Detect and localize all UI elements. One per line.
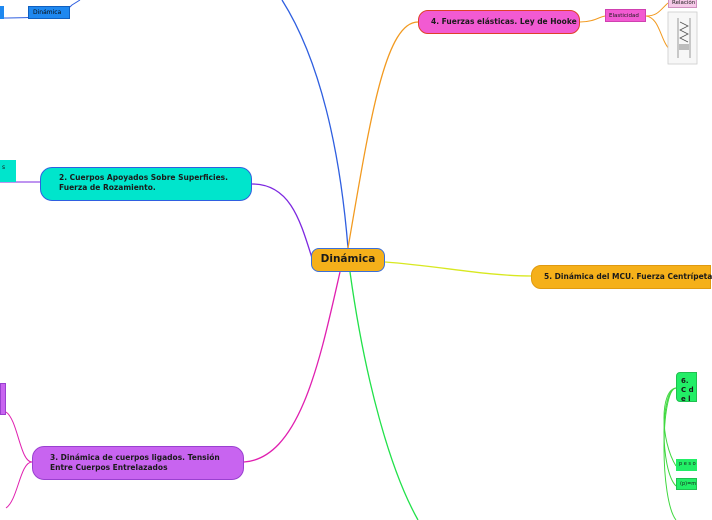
top-left-edge-tag — [0, 6, 4, 19]
connector-branch-6-c — [663, 387, 677, 520]
branch-2-subtag[interactable]: s — [0, 160, 16, 182]
spring-illustration — [667, 11, 698, 65]
branch-4-label: 4. Fuerzas elásticas. Ley de Hooke — [431, 17, 577, 27]
connector-branch-2 — [251, 183, 313, 259]
central-node[interactable]: Dinámica — [311, 248, 385, 272]
branch-5-node[interactable]: 5. Dinámica del MCU. Fuerza Centrípeta — [531, 265, 712, 289]
branch-6-subtag-peso-label: p e s o — [679, 461, 696, 467]
dinamica-tag[interactable]: Dinámica — [28, 6, 70, 19]
branch-4-node[interactable]: 4. Fuerzas elásticas. Ley de Hooke — [418, 10, 580, 34]
central-node-label: Dinámica — [320, 253, 376, 266]
branch-3-label: 3. Dinámica de cuerpos ligados. Tensión … — [50, 453, 220, 472]
branch-6-node[interactable]: 6. C de l — [676, 372, 697, 404]
connector-branch-4-sub — [579, 15, 607, 23]
connector-branch-6-a — [663, 387, 677, 467]
connector-branch-5 — [384, 261, 533, 277]
connector-branch-1 — [281, 0, 349, 249]
branch-6-label: 6. C de l — [681, 377, 694, 404]
connector-branch-3 — [243, 271, 341, 463]
branch-2-subtag-label: s — [2, 164, 6, 171]
elasticidad-tag-label: Elasticidad — [609, 12, 639, 19]
dinamica-tag-label: Dinámica — [33, 9, 62, 16]
branch-6-subtag-formula[interactable]: (p)=m — [676, 478, 697, 490]
branch-2-label: 2. Cuerpos Apoyados Sobre Superficies. F… — [59, 173, 228, 192]
connector-branch-3-sub-a — [5, 411, 33, 463]
relacion-tag[interactable]: Relación — [668, 0, 697, 8]
connector-branch-4-sub2 — [645, 2, 669, 17]
elasticidad-tag[interactable]: Elasticidad — [605, 9, 646, 22]
branch-5-label: 5. Dinámica del MCU. Fuerza Centrípeta — [544, 272, 712, 282]
branch-6-subtag-peso[interactable]: p e s o — [676, 459, 697, 471]
branch-2-node[interactable]: 2. Cuerpos Apoyados Sobre Superficies. F… — [40, 167, 252, 201]
connector-branch-bottom — [349, 271, 419, 520]
relacion-tag-label: Relación — [672, 0, 696, 6]
branch-3-subtag[interactable] — [0, 383, 6, 415]
connector-branch-4-sub3 — [645, 15, 671, 51]
branch-6-subtag-formula-label: (p)=m — [680, 481, 697, 487]
branch-3-node[interactable]: 3. Dinámica de cuerpos ligados. Tensión … — [32, 446, 244, 480]
connector-branch-3-sub-b — [5, 461, 33, 509]
connector-branch-4 — [347, 21, 419, 249]
